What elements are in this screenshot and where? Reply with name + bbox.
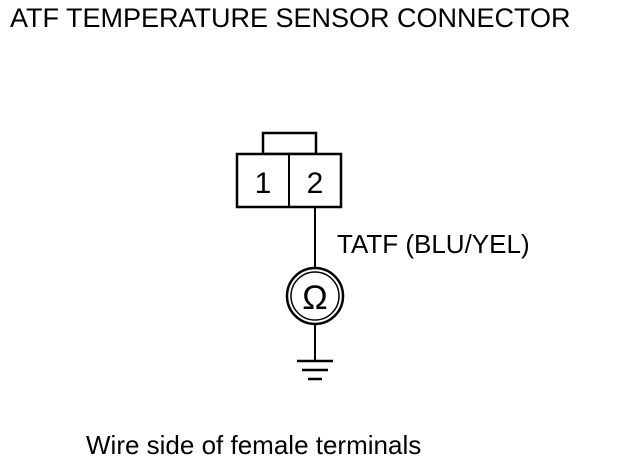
diagram-caption: Wire side of female terminals <box>86 430 422 460</box>
diagram-title: ATF TEMPERATURE SENSOR CONNECTOR <box>10 3 571 33</box>
ohm-symbol: Ω <box>302 279 327 317</box>
pin-1-label: 1 <box>255 167 272 200</box>
pin-2-label: 2 <box>307 167 324 200</box>
ohmmeter-icon: Ω <box>285 266 345 326</box>
connector-lock-tab <box>261 131 318 156</box>
ground-icon <box>297 359 333 381</box>
wire-label: TATF (BLU/YEL) <box>337 229 530 259</box>
